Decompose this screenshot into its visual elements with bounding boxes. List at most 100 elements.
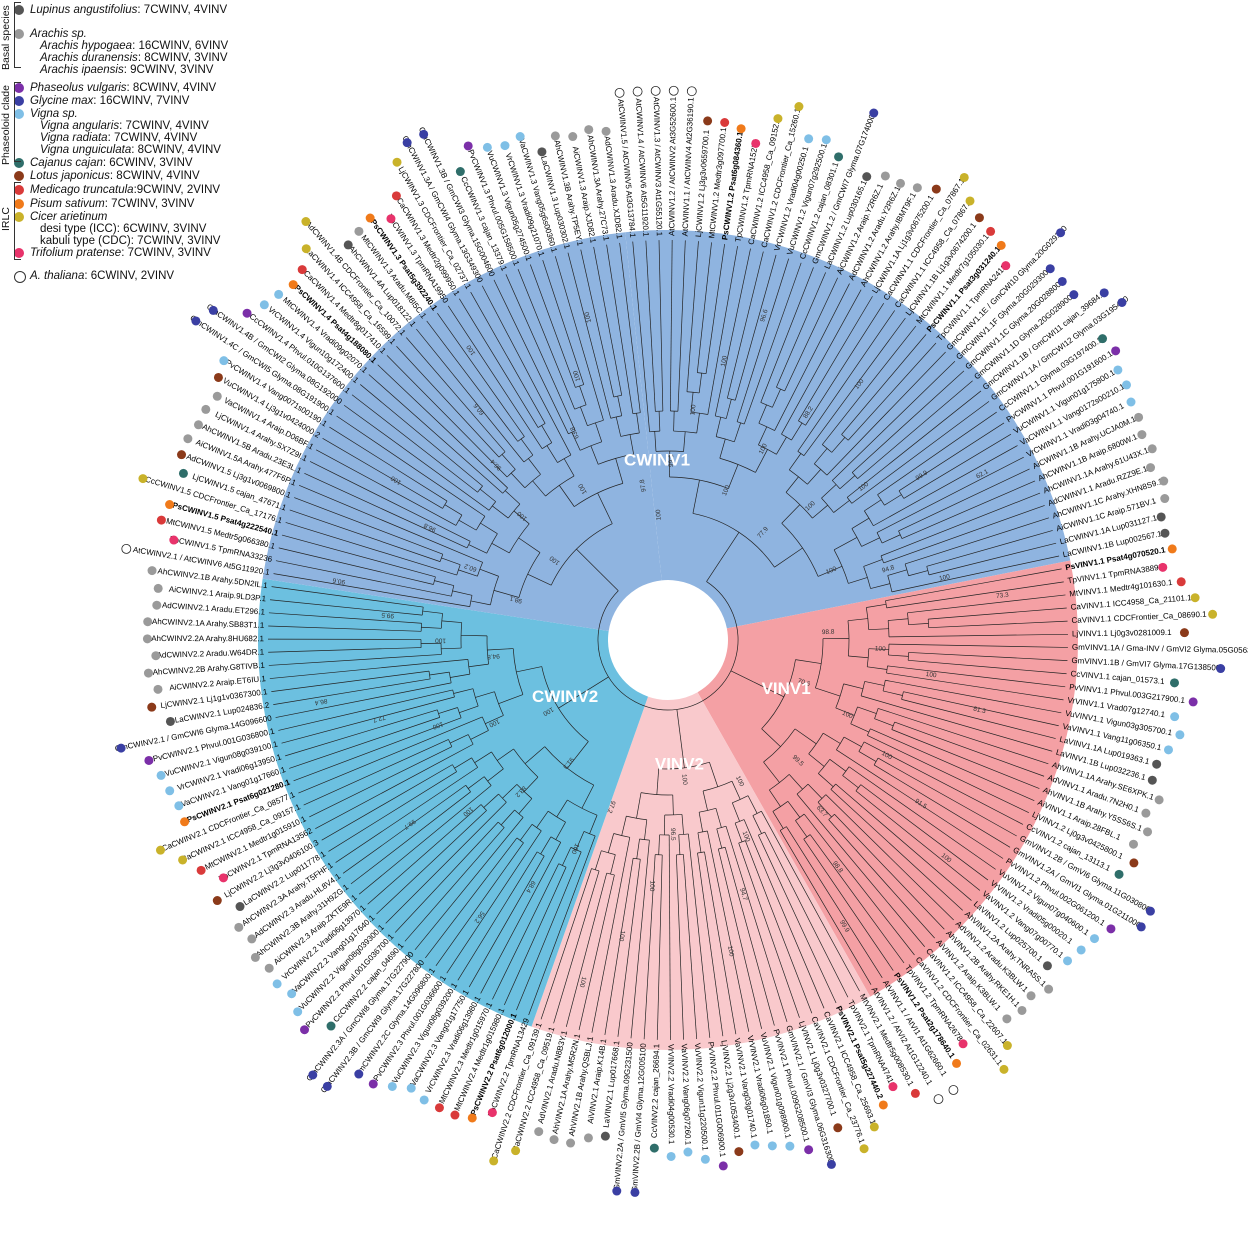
tree-branch [275, 560, 452, 597]
tree-branch [567, 799, 598, 816]
bootstrap-value: 100 [431, 720, 444, 730]
species-dot [301, 217, 311, 227]
legend-species: desi type (ICC) [40, 223, 117, 235]
legend-entry: Lotus japonicus: 8CWINV, 4VINV [14, 170, 200, 183]
tree-branch [850, 723, 870, 733]
tree-branch [441, 557, 461, 566]
tree-branch [702, 780, 733, 792]
species-dot [1175, 730, 1185, 740]
tree-branch [866, 603, 887, 608]
tree-branch [360, 384, 483, 487]
tree-branch [860, 695, 1053, 752]
tree-branch [760, 267, 814, 403]
tree-branch [553, 870, 600, 1024]
legend-color-dot [14, 271, 26, 283]
species-dot [386, 214, 396, 224]
tree-branch [536, 811, 549, 828]
tree-branch [414, 817, 524, 951]
species-dot [142, 634, 152, 644]
tree-branch [606, 244, 634, 414]
tree-branch [831, 437, 846, 453]
tree-branch [404, 827, 505, 942]
tree-branch [485, 715, 504, 725]
tree-branch [681, 814, 684, 835]
tree-branch [779, 826, 787, 831]
tree-branch [656, 854, 663, 1040]
tree-branch [524, 746, 545, 764]
tree-branch [583, 831, 596, 837]
tree-branch [304, 472, 468, 549]
species-dot [153, 684, 163, 694]
tree-branch [480, 842, 562, 994]
tree-branch [697, 832, 702, 853]
bootstrap-value: 100 [680, 774, 688, 786]
species-dot [910, 1088, 920, 1098]
tree-branch [610, 854, 616, 875]
species-dot [1134, 412, 1144, 422]
legend-counts: : 7CWINV, 3VINV [121, 247, 211, 259]
legend-color-dot [14, 185, 24, 195]
species-dot [614, 87, 625, 98]
tree-branch [502, 784, 518, 799]
species-dot [121, 543, 132, 554]
tree-branch [487, 648, 514, 651]
tree-branch [781, 504, 801, 524]
species-dot [1044, 984, 1054, 994]
bootstrap-value: 99.3 [668, 454, 675, 467]
tree-branch [843, 683, 864, 690]
tree-branch [429, 671, 450, 676]
tree-branch [880, 555, 884, 564]
tree-branch [491, 543, 510, 554]
tree-branch [706, 560, 721, 582]
tree-branch [633, 857, 641, 860]
species-dot [1160, 528, 1170, 538]
species-dot [683, 1147, 693, 1157]
species-dot [1167, 544, 1177, 554]
tree-branch [509, 523, 530, 554]
species-dot [1002, 1041, 1012, 1051]
tree-branch [817, 565, 843, 577]
legend-counts: : 7CWINV, 3VINV [104, 198, 195, 210]
tree-branch [303, 739, 449, 806]
legend-counts: : 7CWINV, 4VINV [119, 120, 209, 132]
tree-branch [692, 480, 700, 514]
tree-branch [788, 453, 802, 470]
bootstrap-value: 72.7 [372, 713, 386, 723]
legend-species: Lupinus angustifolius [30, 4, 138, 16]
species-dot [948, 1085, 959, 1095]
tree-branch [536, 851, 545, 857]
tree-branch [587, 676, 609, 691]
tree-branch [289, 509, 441, 562]
tree-branch [597, 492, 613, 524]
tree-branch [452, 590, 473, 596]
tree-branch [738, 842, 800, 1018]
legend-color-dot [14, 29, 24, 39]
tree-branch [636, 838, 640, 859]
tree-branch [867, 666, 888, 670]
tree-branch [851, 472, 858, 479]
species-dot [959, 172, 969, 182]
species-dot [1089, 934, 1099, 944]
tree-branch [727, 251, 764, 399]
species-dot [736, 124, 746, 134]
tree-branch [315, 449, 457, 526]
tree-branch [860, 784, 989, 881]
tree-branch [704, 851, 737, 1035]
species-dot [1146, 463, 1156, 473]
tree-branch [926, 566, 930, 575]
tree-branch [817, 802, 832, 818]
tree-branch [873, 764, 1011, 848]
species-dot [880, 171, 890, 181]
leaf-label: VrVINV2.2 Vradi04g00530.1 [666, 1044, 676, 1145]
bootstrap-value: 100 [541, 705, 554, 717]
species-dot [859, 1144, 869, 1154]
tree-branch [858, 751, 877, 762]
tree-branch [406, 337, 506, 452]
tree-branch [459, 705, 479, 713]
tree-branch [670, 240, 673, 412]
legend-counts: : 7CWINV, 4VINV [107, 132, 198, 144]
tree-branch [580, 441, 602, 451]
tree-branch [791, 422, 803, 441]
species-dot [1106, 924, 1116, 934]
